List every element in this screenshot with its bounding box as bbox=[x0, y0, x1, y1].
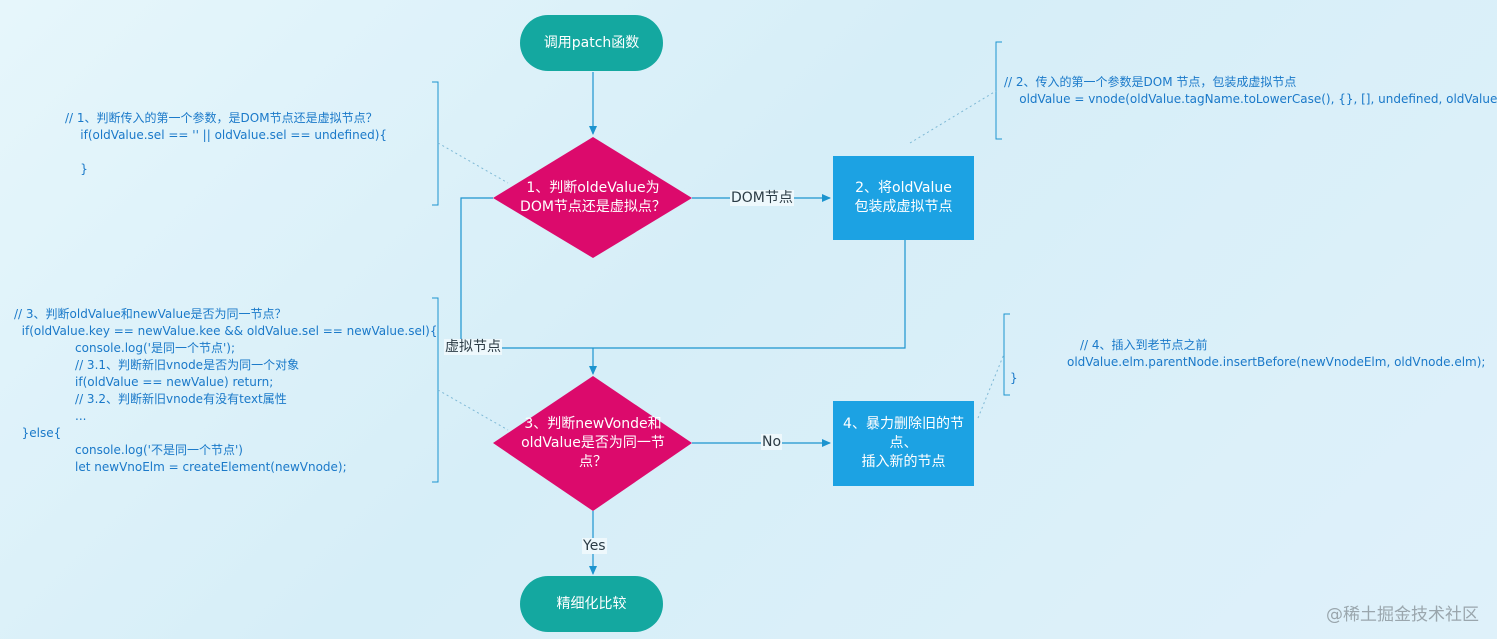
note3-leader bbox=[437, 389, 509, 431]
process4-shape bbox=[833, 401, 974, 486]
process4-label: 4、暴力删除旧的节 点、 插入新的节点 bbox=[843, 416, 964, 470]
note2-leader bbox=[909, 90, 997, 144]
note2-bracket bbox=[995, 41, 1002, 140]
end-node-shape bbox=[520, 576, 663, 632]
note4-leader bbox=[977, 353, 1005, 419]
decision1-shape bbox=[493, 137, 692, 258]
decision3-label: 3、判断newVonde和 oldValue是否为同一节 点？ bbox=[521, 415, 665, 470]
edge-label-dom-node: DOM节点 bbox=[730, 190, 794, 206]
note4-line1: // 4、插入到老节点之前 bbox=[1080, 338, 1208, 352]
note2-code: // 2、传入的第一个参数是DOM 节点，包装成虚拟节点 oldValue = … bbox=[1004, 75, 1497, 106]
process2-shape bbox=[833, 156, 974, 240]
end-node-label: 精细化比较 bbox=[556, 595, 627, 612]
note4-line2: oldValue.elm.parentNode.insertBefore(new… bbox=[1067, 355, 1486, 369]
watermark: @稀土掘金技术社区 bbox=[1326, 605, 1479, 625]
edge-label-no: No bbox=[761, 434, 783, 450]
note1-bracket bbox=[432, 81, 439, 206]
start-node-label: 调用patch函数 bbox=[543, 34, 640, 51]
start-node-shape bbox=[520, 15, 663, 71]
edge-label-yes: Yes bbox=[582, 538, 607, 554]
decision3-shape bbox=[493, 376, 692, 511]
edge-decision1-virtual bbox=[460, 197, 593, 349]
note4-brace: } bbox=[1010, 371, 1018, 385]
decision1-label: 1、判断oldeValue为 DOM节点还是虚拟点？ bbox=[520, 180, 666, 215]
note4-bracket bbox=[1003, 313, 1010, 396]
note1-leader bbox=[437, 142, 509, 184]
process2-label: 2、将oldValue 包装成虚拟节点 bbox=[854, 180, 953, 215]
note1-code: // 1、判断传入的第一个参数，是DOM节点还是虚拟节点？ if(oldValu… bbox=[65, 111, 388, 176]
edge-process2-down bbox=[593, 240, 906, 349]
note3-code: // 3、判断oldValue和newValue是否为同一节点？ if(oldV… bbox=[14, 307, 438, 474]
edge-label-virtual-node: 虚拟节点 bbox=[444, 339, 502, 355]
